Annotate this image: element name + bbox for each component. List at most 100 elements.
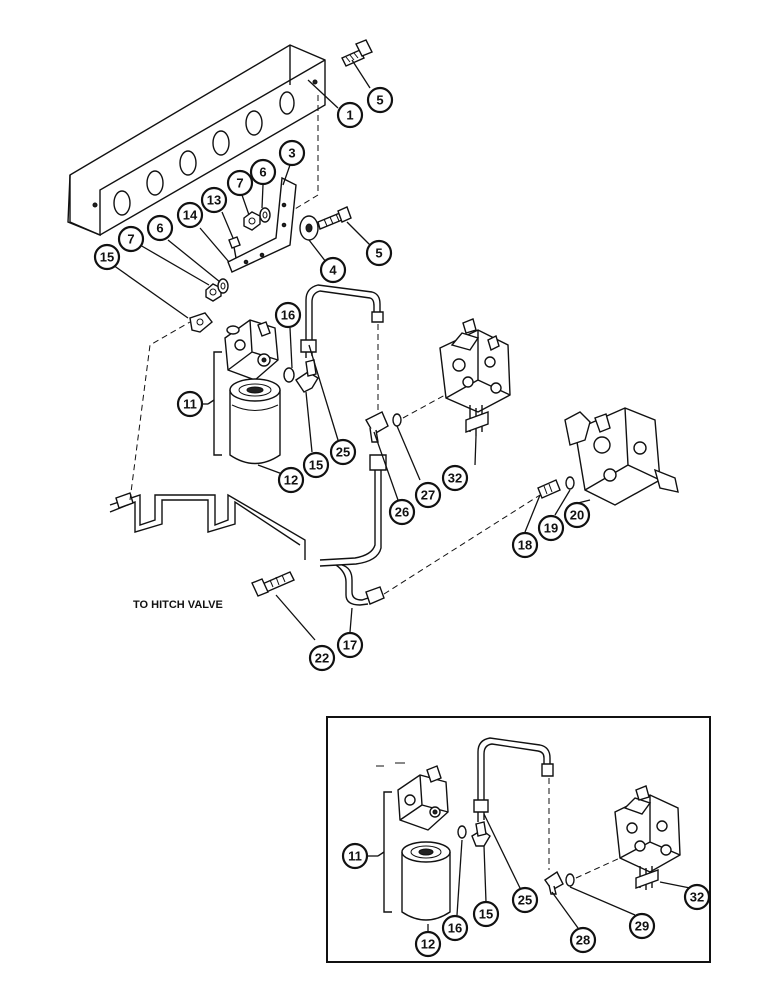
svg-text:1: 1 [346,108,353,123]
fitting-part [537,479,561,499]
inset-callout-25: 25 [511,886,539,914]
svg-text:15: 15 [100,250,114,265]
callout-4: 4 [319,256,347,284]
svg-text:19: 19 [544,521,558,536]
svg-text:32: 32 [690,890,704,905]
callout-5-right: 5 [365,239,393,267]
nut-part [205,283,222,302]
svg-text:32: 32 [448,471,462,486]
svg-text:16: 16 [281,308,295,323]
inset-tick [376,762,405,767]
inset-control-valve-part [614,785,681,890]
inset-callout-29: 29 [628,912,656,940]
hitch-valve-caption: TO HITCH VALVE [133,599,223,611]
svg-text:7: 7 [127,232,134,247]
callout-17: 17 [336,631,364,659]
callout-25: 25 [329,438,357,466]
svg-text:13: 13 [207,193,221,208]
hitch-valve-part [564,407,679,506]
svg-text:22: 22 [315,651,329,666]
callout-11: 11 [176,390,204,418]
callout-5-top: 5 [366,86,394,114]
o-ring-part [226,325,240,335]
bolt-part [317,206,352,230]
svg-text:17: 17 [343,638,357,653]
callout-6-lower: 6 [146,214,174,242]
inset-callout-16: 16 [441,914,469,942]
svg-text:7: 7 [236,176,243,191]
bolt-part [228,236,241,259]
callout-15-right: 15 [302,451,330,479]
callout-3: 3 [278,139,306,167]
control-valve-part [439,318,511,436]
svg-text:25: 25 [336,445,350,460]
svg-text:18: 18 [518,538,532,553]
svg-text:15: 15 [479,907,493,922]
inset-fitting-part [544,870,564,895]
o-ring-part [565,476,575,490]
svg-text:25: 25 [518,893,532,908]
callout-7-lower: 7 [117,225,145,253]
callout-19: 19 [537,514,565,542]
o-ring-part [392,413,402,427]
svg-text:6: 6 [156,221,163,236]
bolt-part [341,39,373,67]
filter-element-part [229,378,281,465]
svg-text:16: 16 [448,921,462,936]
bracket-part [67,44,326,237]
callout-27: 27 [414,481,442,509]
svg-text:28: 28 [576,933,590,948]
filter-head-part [224,319,279,381]
inset-leader-lines [367,813,691,932]
callout-15-left: 15 [93,243,121,271]
hitch-line-tube-part [109,492,306,560]
callout-12: 12 [277,466,305,494]
washer-part [299,215,319,241]
callout-22: 22 [308,644,336,672]
svg-text:26: 26 [395,505,409,520]
svg-text:6: 6 [259,165,266,180]
svg-text:12: 12 [284,473,298,488]
svg-text:5: 5 [375,246,382,261]
washer-part [217,278,229,294]
inset-callout-32: 32 [683,883,711,911]
inset-filter-element-part [401,841,451,921]
inset-filter-head-part [397,765,449,831]
inset-elbow-fitting-part [471,821,491,847]
svg-text:4: 4 [329,263,337,278]
callout-32: 32 [441,464,469,492]
bolt-part [251,571,295,597]
callout-6-upper: 6 [249,158,277,186]
callout-7-upper: 7 [226,169,254,197]
o-ring-part [283,367,295,383]
inset-callout-12: 12 [414,930,442,958]
inset-callout-15: 15 [472,900,500,928]
callout-13: 13 [200,186,228,214]
nut-part [243,211,261,231]
inset-tube-part [473,737,554,822]
svg-text:14: 14 [183,208,198,223]
svg-text:27: 27 [421,488,435,503]
callout-14: 14 [176,201,204,229]
tube-part [300,284,384,358]
elbow-fitting-part [295,359,319,393]
inset-o-ring-part [457,825,467,839]
svg-text:12: 12 [421,937,435,952]
assembly-brace [213,351,222,456]
inset-callout-11: 11 [341,842,369,870]
svg-text:15: 15 [309,458,323,473]
mounting-bracket-part [227,176,297,273]
svg-text:3: 3 [288,146,295,161]
leader-lines [112,59,591,641]
callout-16: 16 [274,301,302,329]
tube-part [319,454,387,606]
callout-20: 20 [563,501,591,529]
svg-text:11: 11 [183,397,197,412]
callout-26: 26 [388,498,416,526]
svg-text:11: 11 [348,849,362,864]
svg-text:5: 5 [376,93,383,108]
washer-part [259,207,271,223]
elbow-fitting-part [189,312,213,333]
tee-fitting-part [365,411,389,443]
